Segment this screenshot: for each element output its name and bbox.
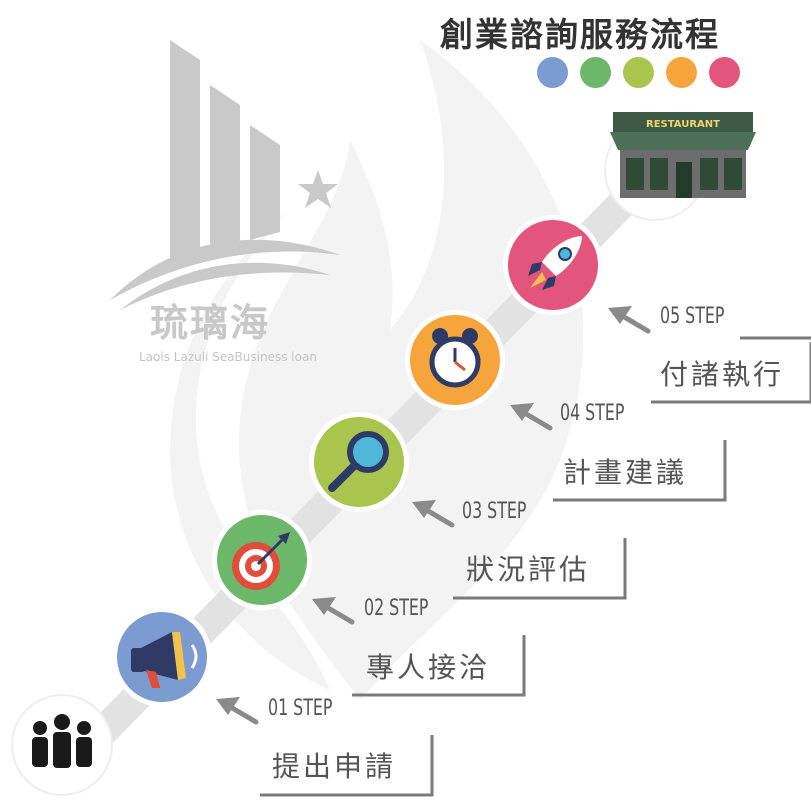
step-2-node <box>212 510 312 610</box>
step-4-node <box>405 310 505 410</box>
color-legend-dots <box>537 57 740 88</box>
alarm-clock-icon <box>429 328 481 388</box>
magnifier-icon <box>328 431 389 492</box>
step-3-node <box>309 412 409 512</box>
color-dot-4 <box>666 57 697 88</box>
label-frames <box>260 336 811 797</box>
step-3-caption: 03 STEP <box>462 499 527 524</box>
logo-name: 琉璃海 <box>150 301 271 345</box>
step-3-label: 狀況評估 <box>466 553 591 586</box>
start-node <box>11 694 113 796</box>
step-5-caption: 05 STEP <box>660 304 725 329</box>
people-icon <box>32 714 92 768</box>
step-5-label: 付諸執行 <box>660 358 785 391</box>
restaurant-icon: RESTAURANT <box>610 112 756 198</box>
page-title: 創業諮詢服務流程 <box>440 15 720 54</box>
end-node: RESTAURANT <box>604 112 756 221</box>
rocket-icon <box>528 236 582 290</box>
step-2-caption: 02 STEP <box>364 596 429 621</box>
step-4-label: 計畫建議 <box>563 456 688 489</box>
svg-text:RESTAURANT: RESTAURANT <box>646 119 720 130</box>
step-1-node <box>112 607 212 707</box>
step-2-label: 專人接洽 <box>366 651 491 684</box>
pointer-arrows <box>216 306 651 725</box>
step-4-caption: 04 STEP <box>560 401 625 426</box>
megaphone-icon <box>131 632 198 688</box>
logo-subtitle: Laois Lazuli SeaBusiness loan <box>139 350 317 364</box>
step-5-node <box>503 215 603 315</box>
star-icon <box>298 170 338 208</box>
color-dot-5 <box>709 57 740 88</box>
step-1-label: 提出申請 <box>272 750 397 783</box>
color-dot-2 <box>580 57 611 88</box>
target-icon <box>232 532 290 590</box>
color-dot-3 <box>623 57 654 88</box>
color-dot-1 <box>537 57 568 88</box>
step-1-caption: 01 STEP <box>268 696 333 721</box>
logo-graphic <box>110 40 340 310</box>
